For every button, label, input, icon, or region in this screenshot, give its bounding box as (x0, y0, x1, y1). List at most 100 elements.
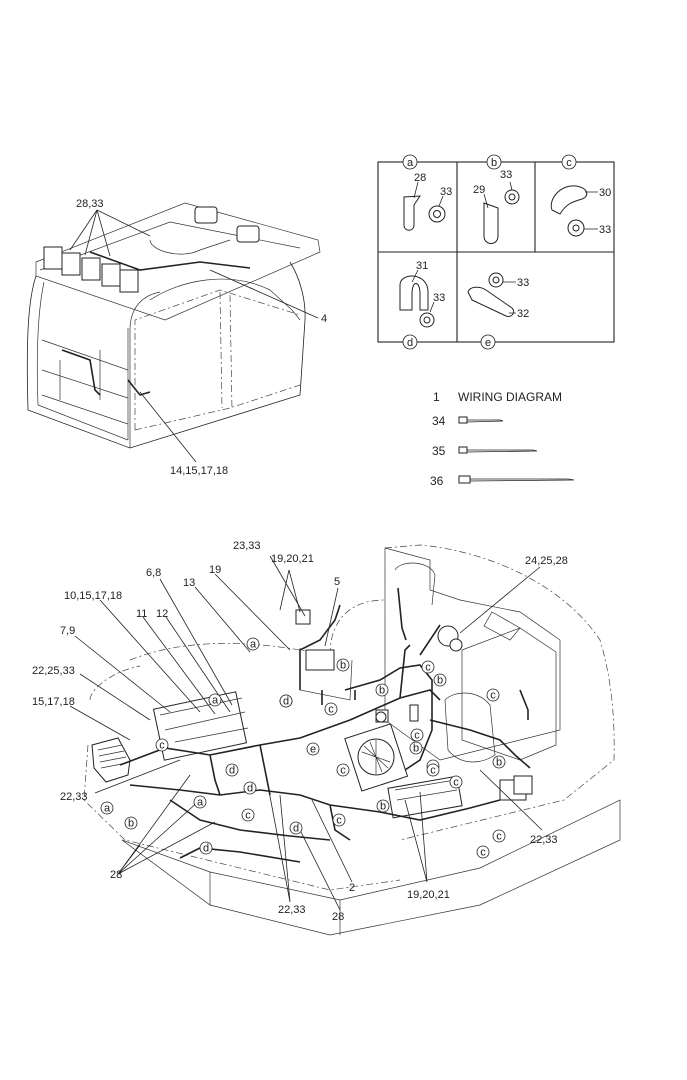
clip-marker: b (376, 799, 390, 813)
clip-table: a 28 33 b 29 33 c 30 33 (377, 154, 615, 350)
wiring-diagram-number: 1 (433, 390, 440, 404)
clip-marker: b (124, 816, 138, 830)
fan-icon (344, 723, 409, 792)
callout-label: 6,8 (146, 567, 161, 579)
clip-marker-letter: d (203, 843, 209, 855)
wiring-diagram-label: WIRING DIAGRAM (458, 390, 562, 404)
clip-marker-letter: b (128, 818, 134, 830)
clip-cell-b: b 29 33 (473, 154, 520, 244)
callout-label: 19,20,21 (407, 889, 450, 901)
clip-marker-letter: a (212, 695, 219, 707)
clip-marker: c (476, 845, 490, 859)
clip-marker: b (409, 741, 423, 755)
clip-marker: d (279, 694, 293, 708)
clip-marker-letter: c (340, 765, 346, 777)
clip-marker-letter: b (437, 675, 443, 687)
part-number: 30 (599, 187, 611, 199)
clip-marker: c (155, 738, 169, 752)
clip-marker: c (492, 829, 506, 843)
callout-label: 12 (156, 608, 168, 620)
part-number: 31 (416, 260, 428, 272)
clip-marker: a (246, 637, 260, 651)
clip-marker-letter: c (245, 810, 251, 822)
clip-marker-letter: d (229, 765, 235, 777)
cable-tie-number: 35 (432, 444, 446, 458)
legend: 1 WIRING DIAGRAM 34 35 36 (430, 390, 575, 488)
clip-marker-letter: c (430, 765, 436, 777)
cable-tie-icon (458, 416, 504, 424)
callout-label: 2 (349, 882, 355, 894)
clip-marker: c (241, 808, 255, 822)
clip-cell-a: a 28 33 (402, 154, 452, 231)
clip-marker-letter: b (380, 801, 386, 813)
clip-marker-letter: b (496, 757, 502, 769)
clip-marker-letter: d (247, 783, 253, 795)
clip-letter: c (566, 157, 572, 169)
part-number: 29 (473, 184, 485, 196)
clip-marker: e (306, 742, 320, 756)
clip-marker: c (486, 688, 500, 702)
clip-marker: c (449, 775, 463, 789)
clip-marker: b (336, 658, 350, 672)
clip-marker: c (410, 728, 424, 742)
clip-marker: d (199, 841, 213, 855)
clip-letter: a (407, 157, 414, 169)
headlight-icon (91, 737, 131, 783)
clip-marker: d (289, 821, 303, 835)
clip-marker-letter: c (328, 704, 334, 716)
clip-marker: d (243, 781, 257, 795)
clip-marker-letter: a (197, 797, 204, 809)
cable-tie-icon (458, 475, 575, 484)
clip-letter: e (485, 337, 491, 349)
callout-label: 19 (209, 564, 221, 576)
clip-letter: d (407, 337, 413, 349)
cab-roof-assembly: 28,33 4 14,15,17,18 (26, 198, 327, 477)
battery-icon (499, 775, 533, 801)
callout-label: 22,33 (530, 834, 558, 846)
callout-label: 22,25,33 (32, 665, 75, 677)
cable-tie-icon (458, 446, 538, 454)
clip-marker: c (426, 763, 440, 777)
clip-cell-d: d 31 33 (399, 260, 445, 350)
callout-label: 19,20,21 (271, 553, 314, 565)
callout-label: 15,17,18 (32, 696, 75, 708)
clip-marker: b (375, 683, 389, 697)
clip-marker: a (100, 801, 114, 815)
part-number: 33 (433, 292, 445, 304)
clip-marker-letter: b (340, 660, 346, 672)
callout-label: 5 (334, 576, 340, 588)
clip-cell-e: e 33 32 (467, 272, 529, 350)
clip-marker: a (208, 693, 222, 707)
clip-marker: c (332, 813, 346, 827)
callout-label: 22,33 (60, 791, 88, 803)
chassis-harness-assembly: 23,33 19,20,21 6,8 13 19 5 24,25,28 10,1… (32, 540, 621, 936)
callout-cab-harness: 14,15,17,18 (170, 465, 228, 477)
clip-marker: c (421, 660, 435, 674)
part-number: 33 (440, 186, 452, 198)
part-number: 33 (500, 169, 512, 181)
clip-marker-letter: c (414, 730, 420, 742)
clip-letter: b (491, 157, 497, 169)
callout-roof-clips: 28,33 (76, 198, 104, 210)
part-number: 32 (517, 308, 529, 320)
clip-marker: c (336, 763, 350, 777)
callout-label: 11 (136, 608, 147, 620)
clip-marker-letter: a (250, 639, 257, 651)
clip-marker-letter: c (159, 740, 165, 752)
callout-label: 10,15,17,18 (64, 590, 122, 602)
callout-label: 22,33 (278, 904, 306, 916)
callout-label: 7,9 (60, 625, 75, 637)
clip-marker-letter: c (480, 847, 486, 859)
clip-marker-letter: b (379, 685, 385, 697)
part-number: 28 (414, 172, 426, 184)
callout-label: 28 (110, 869, 122, 881)
cable-tie-number: 36 (430, 474, 444, 488)
clip-cell-c: c 30 33 (550, 154, 611, 237)
clip-marker: d (225, 763, 239, 777)
clip-marker-letter: d (283, 696, 289, 708)
part-number: 33 (517, 277, 529, 289)
clip-marker-letter: c (496, 831, 502, 843)
callout-label: 24,25,28 (525, 555, 568, 567)
callout-label: 23,33 (233, 540, 261, 552)
